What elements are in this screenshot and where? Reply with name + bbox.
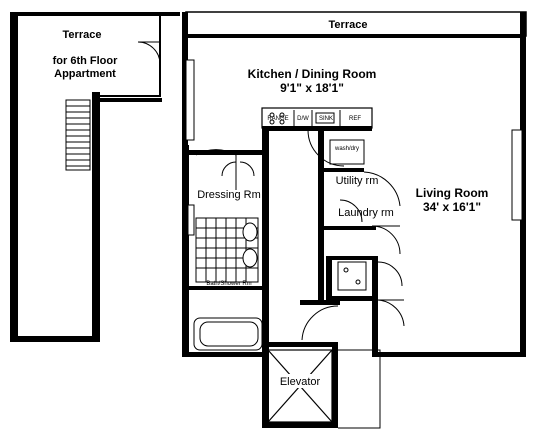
kitchen-size: 9'1" x 18'1" [280,81,344,95]
left-terrace-subtitle-1: for 6th Floor [53,55,118,67]
main-walls [182,11,527,429]
washdry-label: wash/dry [334,146,359,152]
left-terrace-subtitle-2: Appartment [54,68,116,80]
ref-label: REF [349,116,361,122]
range-label: RANGE [267,116,288,122]
elevator-shaft [267,349,333,423]
left-terrace-walls [10,12,180,342]
stairs [65,99,91,171]
dw-label: D/W [297,116,309,122]
utility-label: Utility rm [336,175,379,187]
elevator-label: Elevator [280,376,321,388]
sink-label: SINK [319,116,333,122]
dressing-label: Dressing Rm [197,189,261,201]
door-swings [195,129,405,341]
kitchen-name: Kitchen / Dining Room [248,67,377,81]
laundry-label: Laundry rm [338,207,394,219]
bath-label: Bath/Shower Rm [206,281,251,287]
living-size: 34' x 16'1" [423,200,481,214]
living-name: Living Room [416,186,489,200]
kitchen-appliances [269,110,365,165]
top-terrace-label: Terrace [329,19,368,31]
left-terrace-title: Terrace [63,29,102,41]
bath-fixtures [193,217,367,351]
